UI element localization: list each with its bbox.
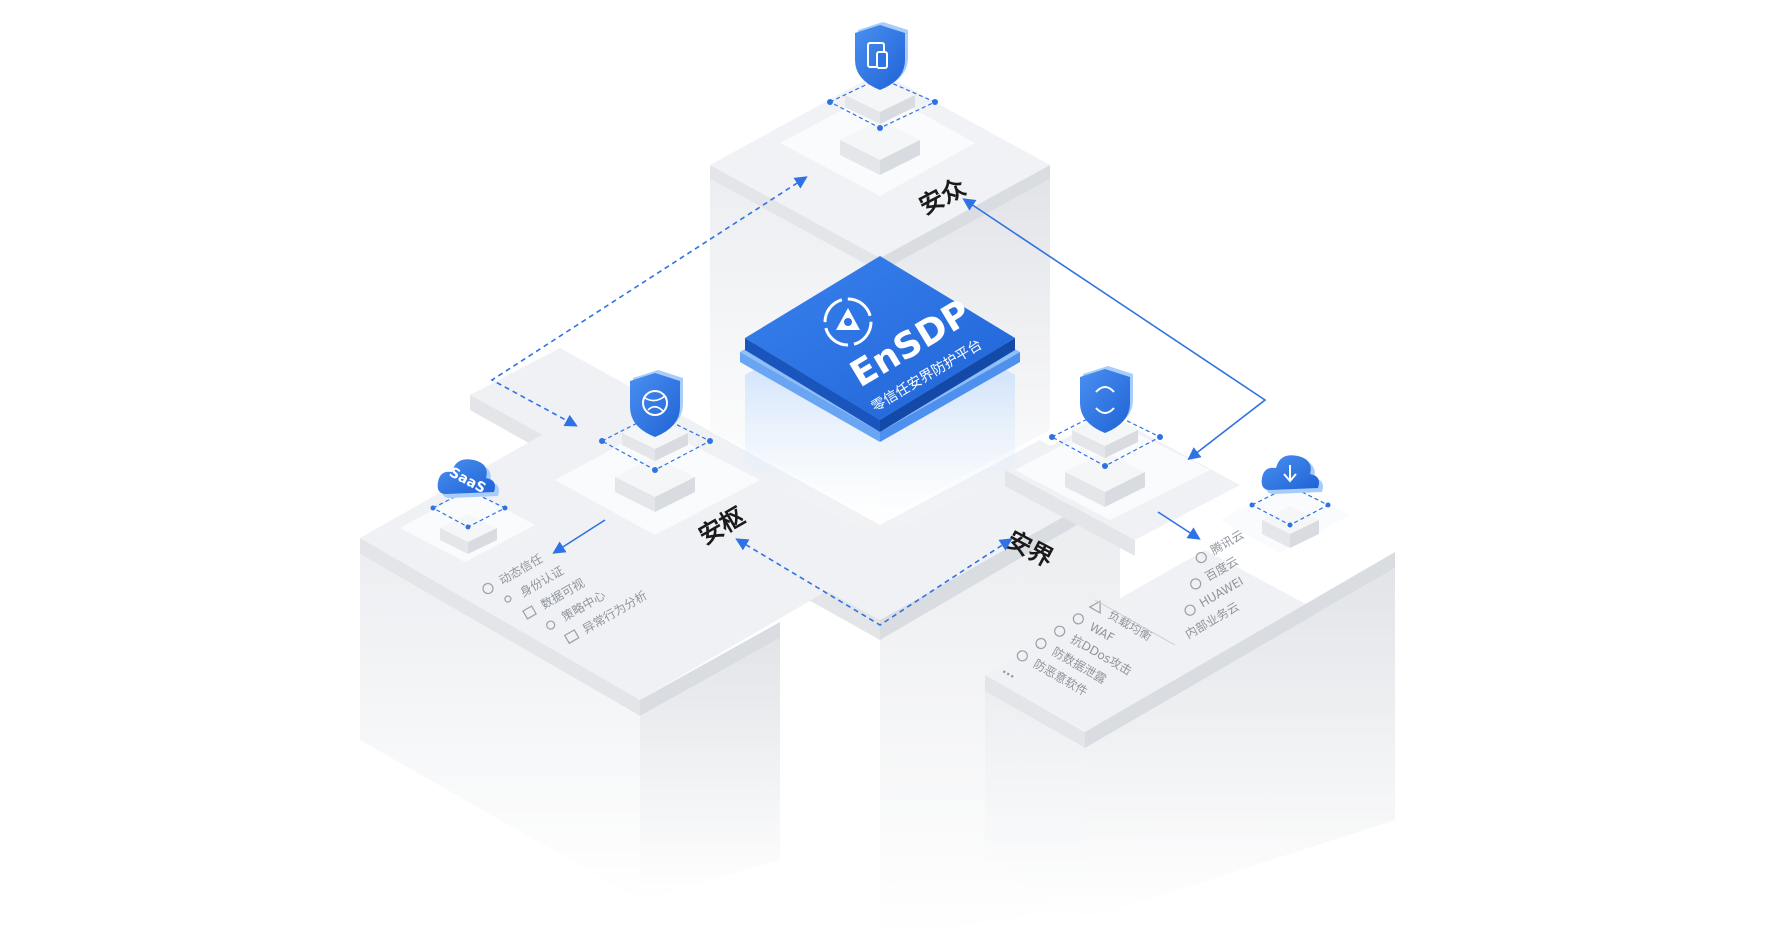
tencent-cloud-logo	[1195, 551, 1207, 564]
bars-icon	[522, 605, 537, 620]
baidu-cloud-logo	[1190, 578, 1202, 590]
device-shield-icon	[855, 22, 908, 90]
gear-icon	[546, 620, 556, 630]
connector-anzhong-anshu	[490, 176, 808, 427]
saas-cloud-icon: SaaS	[437, 459, 499, 498]
connector-anshu-saas	[552, 519, 606, 554]
shield-icon	[1072, 613, 1084, 625]
cloud-icon	[1054, 625, 1066, 637]
lock-icon	[1035, 637, 1047, 650]
image-icon	[563, 629, 580, 645]
download-server-stack	[1249, 485, 1331, 548]
download-cloud-icon	[1261, 455, 1323, 494]
huawei-logo	[1184, 604, 1196, 616]
connectors	[490, 176, 1267, 646]
user-icon	[504, 595, 512, 603]
connector-anzhong-anjie	[962, 198, 1267, 460]
target-icon	[482, 582, 494, 595]
more-indicator: ...	[1000, 662, 1019, 681]
bug-icon	[1016, 650, 1028, 662]
ensdp-platform-chip: EnSDP 零信任安界防护平台	[740, 256, 1020, 540]
warning-icon	[1088, 600, 1101, 615]
connector-anjie-feature	[1157, 511, 1201, 540]
anjie-divider	[1094, 599, 1176, 646]
connector-anshu-anjie	[735, 538, 1013, 626]
ensdp-logo-icon	[823, 297, 873, 347]
saas-server-stack	[430, 489, 508, 554]
